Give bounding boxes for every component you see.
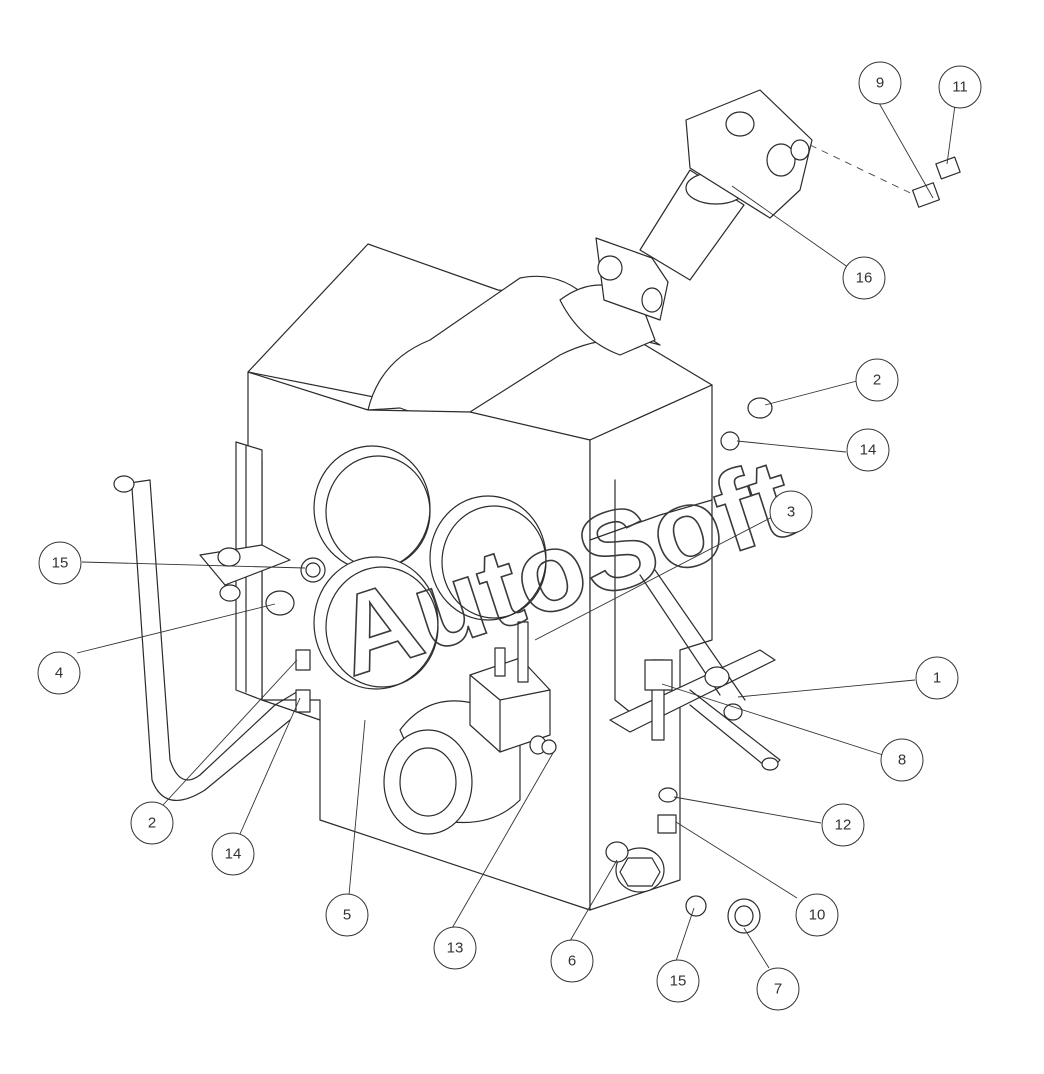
callout-6: 6 [550, 939, 594, 983]
callout-label: 15 [52, 555, 69, 572]
callout-label: 3 [787, 504, 795, 521]
callout-12: 12 [821, 803, 865, 847]
callout-label: 9 [876, 75, 884, 92]
callouts: 9 11 16 2 14 3 15 4 1 8 12 10 2 14 5 13 … [37, 61, 982, 1011]
callout-label: 11 [952, 79, 968, 96]
callout-10: 10 [795, 893, 839, 937]
leader-lines [76, 102, 956, 969]
callout-14-left: 14 [211, 832, 255, 876]
callout-13: 13 [433, 926, 477, 970]
callout-label: 1 [933, 670, 941, 687]
callout-15-bottom: 15 [656, 959, 700, 1003]
callout-label: 2 [873, 372, 881, 389]
callout-label: 16 [856, 270, 873, 287]
callout-15-left: 15 [38, 541, 82, 585]
callout-8: 8 [880, 738, 924, 782]
callout-2-right: 2 [855, 358, 899, 402]
callout-5: 5 [325, 893, 369, 937]
callout-label: 13 [447, 940, 464, 957]
callout-7: 7 [756, 967, 800, 1011]
callout-label: 8 [898, 752, 906, 769]
callout-label: 12 [835, 817, 852, 834]
callout-3: 3 [769, 490, 813, 534]
callout-4: 4 [37, 651, 81, 695]
drive-shaft [559, 89, 961, 356]
fittings [541, 397, 773, 934]
callout-label: 6 [568, 953, 576, 970]
callout-14-right: 14 [846, 428, 890, 472]
callout-label: 4 [55, 665, 63, 682]
callout-label: 7 [774, 981, 782, 998]
callout-label: 5 [343, 907, 351, 924]
callout-label: 14 [860, 442, 877, 459]
callout-label: 2 [148, 815, 156, 832]
callout-2-left: 2 [130, 801, 174, 845]
callout-16: 16 [842, 256, 886, 300]
front-covers [313, 445, 665, 893]
callout-label: 10 [809, 907, 826, 924]
callout-9: 9 [858, 61, 902, 105]
callout-label: 15 [670, 973, 687, 990]
callout-11: 11 [938, 65, 982, 109]
callout-1: 1 [915, 656, 959, 700]
left-bracket-and-hose [113, 475, 326, 801]
callout-label: 14 [225, 846, 242, 863]
